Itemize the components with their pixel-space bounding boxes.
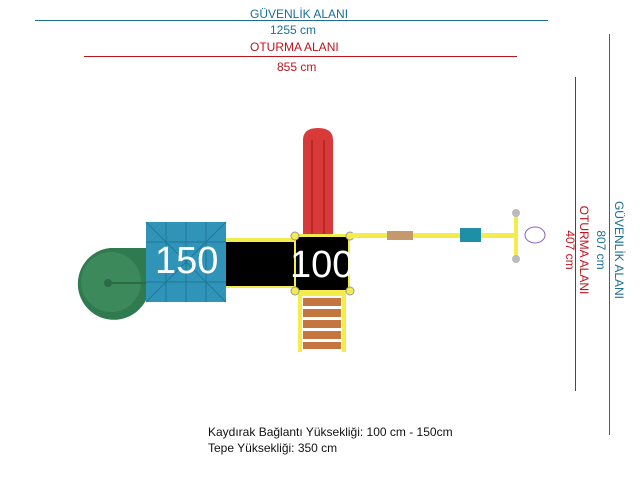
seating-width-value: 855 cm bbox=[277, 60, 317, 74]
tube-slide bbox=[303, 128, 333, 240]
slide-connection-height: Kaydırak Bağlantı Yüksekliği: 100 cm - 1… bbox=[208, 425, 453, 439]
swing-beam bbox=[350, 209, 546, 263]
top-height: Tepe Yüksekliği: 350 cm bbox=[208, 441, 338, 455]
safety-width-value: 1255 cm bbox=[270, 23, 317, 37]
platform-height-150: 150 bbox=[155, 240, 219, 282]
seating-width-label: OTURMA ALANI bbox=[250, 40, 339, 54]
connector-bridge bbox=[224, 238, 300, 288]
safety-width-label: GÜVENLİK ALANI bbox=[250, 7, 349, 21]
seating-depth-line bbox=[575, 77, 576, 391]
platform-height-100: 100 bbox=[290, 244, 354, 286]
platform-150 bbox=[145, 221, 227, 303]
safety-width-line bbox=[35, 20, 548, 21]
platform-100 bbox=[290, 231, 355, 296]
safety-depth-line bbox=[609, 34, 610, 435]
seating-width-line bbox=[84, 56, 517, 57]
spiral-slide bbox=[77, 248, 146, 320]
ladder bbox=[298, 292, 346, 352]
